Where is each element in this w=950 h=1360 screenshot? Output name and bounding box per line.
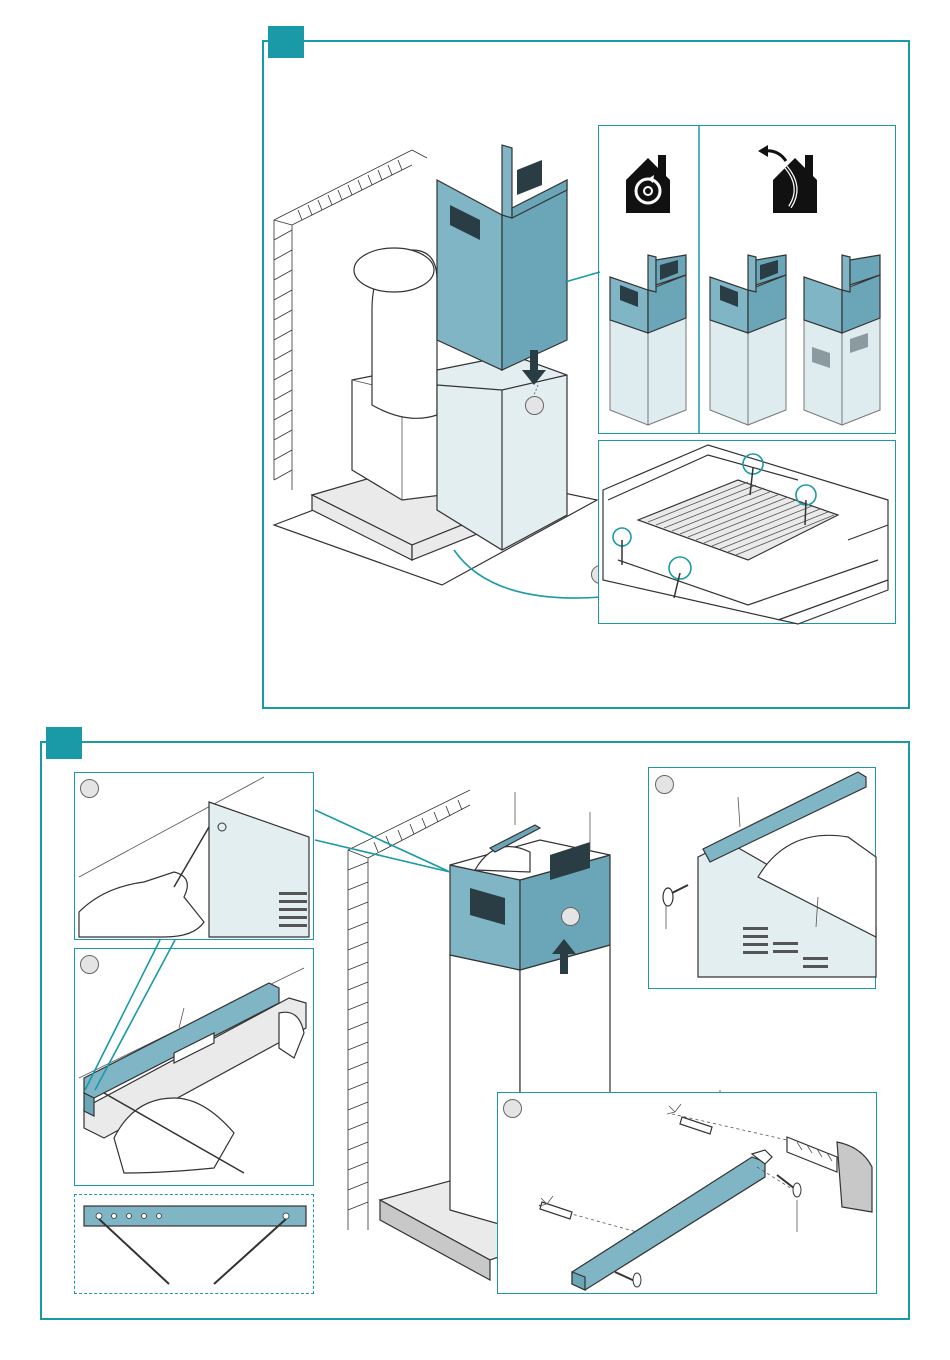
fixing-screws-drawing <box>598 440 896 624</box>
screw-icon <box>663 885 688 906</box>
callout-circle <box>655 775 674 794</box>
mode-icons-inset-drawing <box>598 125 896 434</box>
mounting-bracket <box>572 1157 765 1290</box>
callout-circle <box>80 779 99 798</box>
inset-connector <box>560 260 620 300</box>
step-marker-lower <box>46 727 82 759</box>
inset-connector <box>80 800 480 1100</box>
drill-wall-drawing <box>497 1092 877 1294</box>
chimney-variant-c <box>804 255 880 425</box>
fix-chimney-drawing <box>648 767 876 989</box>
callout-circle <box>561 907 580 926</box>
recirculation-mode-icon <box>626 155 670 213</box>
chimney-variant-b <box>710 255 786 425</box>
bracket-holes-drawing <box>74 1194 314 1294</box>
callout-circle <box>503 1099 522 1118</box>
drill-icon <box>787 1137 872 1212</box>
chimney-variant-a <box>610 255 686 425</box>
extraction-mode-icon <box>758 145 817 213</box>
upper-chimney <box>437 180 502 370</box>
callout-circle <box>525 396 544 415</box>
